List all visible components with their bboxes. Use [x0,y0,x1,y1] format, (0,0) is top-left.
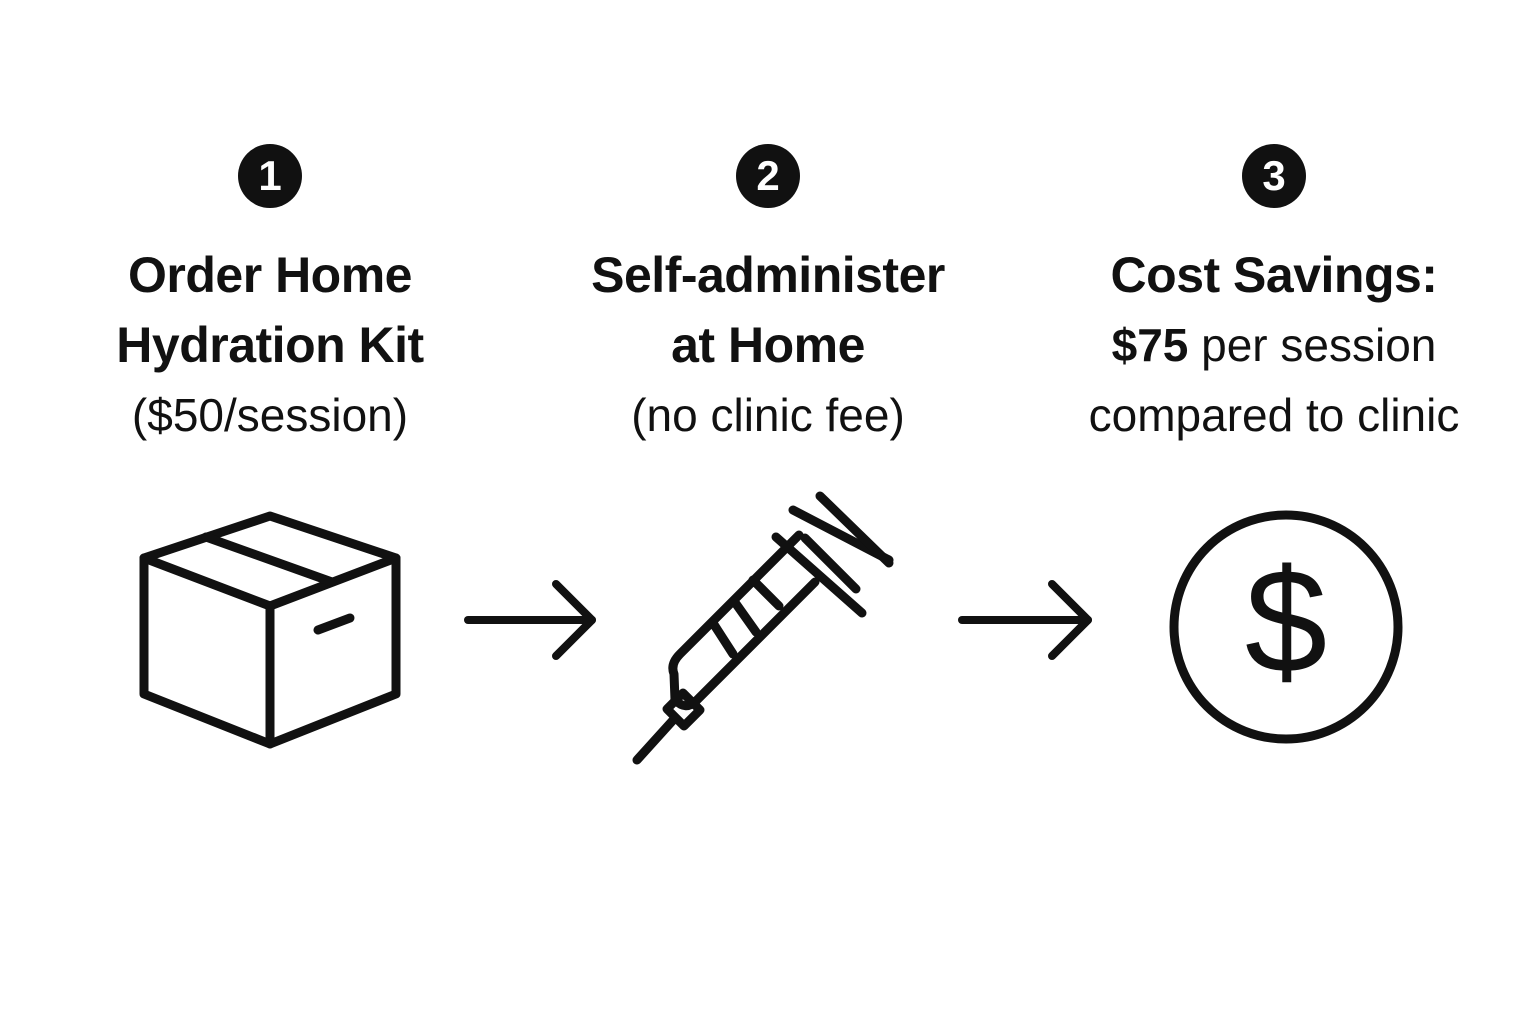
step-number-badge: 2 [736,144,800,208]
step-title-line2: at Home [671,317,865,373]
box-icon [139,511,401,749]
step-title-line1: Self-administer [591,247,945,303]
step-detail: (no clinic fee) [631,389,905,441]
step-title-line1: Order Home [128,247,412,303]
step-detail: ($50/session) [131,389,409,441]
savings-unit: per session [1188,319,1437,371]
step-number-badge: 3 [1242,144,1306,208]
syringe-icon [632,491,894,765]
svg-text:$: $ [1245,539,1327,704]
savings-amount: $75 [1111,319,1189,371]
dollar-circle-icon: $ [1169,510,1403,744]
step-number-badge: 1 [238,144,302,208]
arrow-right-icon [464,580,596,660]
step-detail: $75 per session [1044,310,1504,380]
step-title-line2: Hydration Kit [116,317,424,373]
step-detail-line2: compared to clinic [1088,389,1460,441]
step-title-line1: Cost Savings: [1110,247,1438,303]
arrow-right-icon [958,580,1092,660]
